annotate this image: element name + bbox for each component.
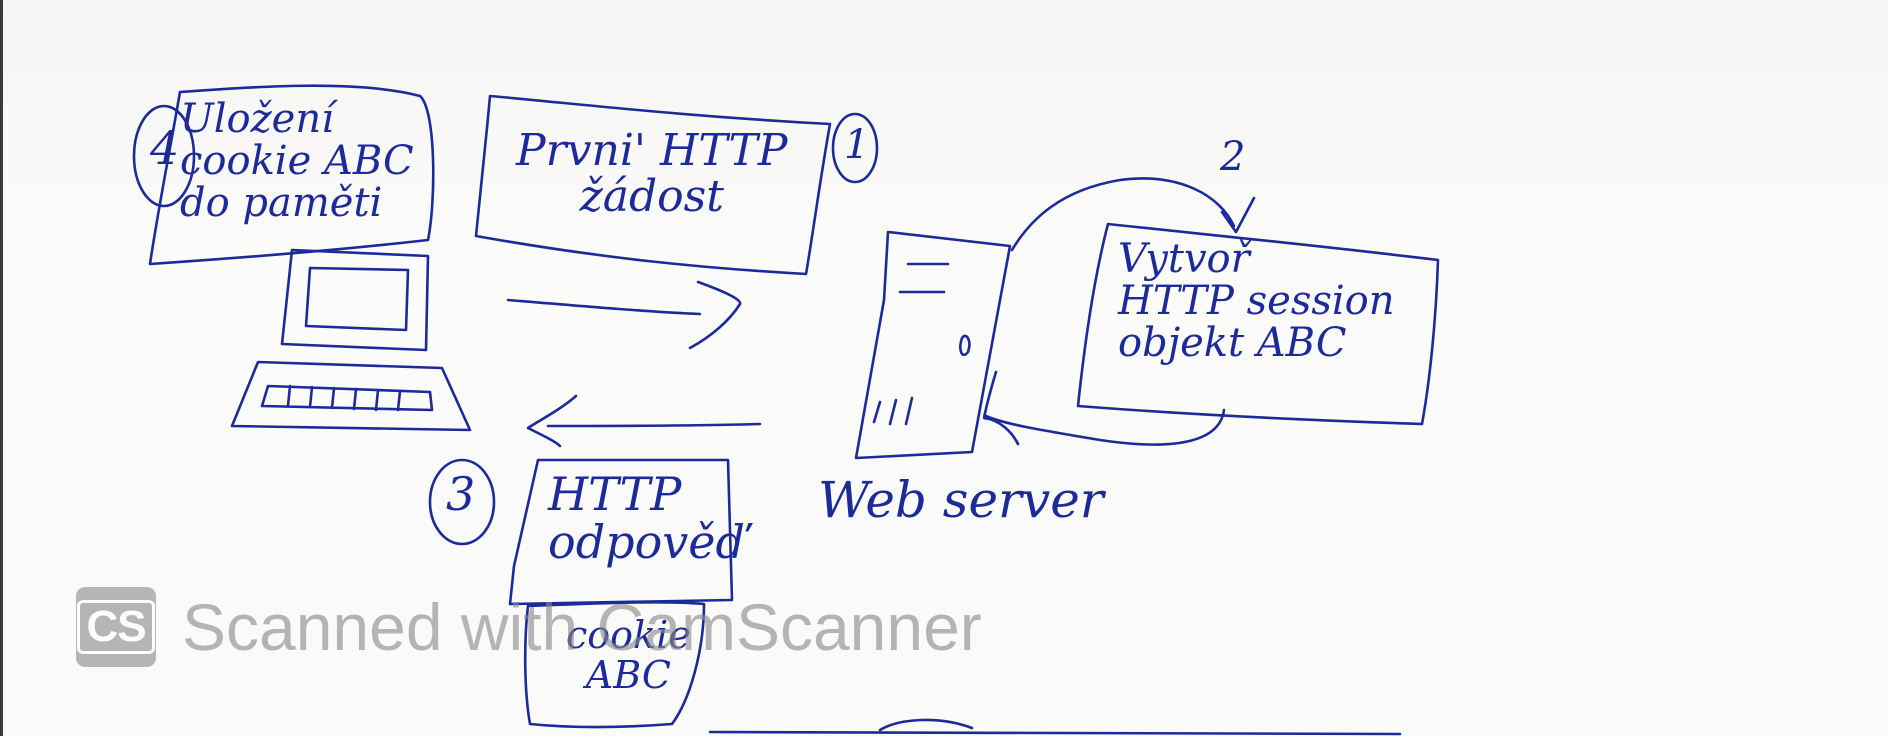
step3-text: HTTP odpověď bbox=[548, 467, 745, 570]
paper-bottom-scribble bbox=[708, 718, 1402, 736]
create-session-arrow bbox=[1010, 177, 1256, 252]
laptop-keyboard bbox=[230, 360, 472, 432]
step1-box bbox=[474, 94, 832, 276]
step1-circle bbox=[831, 112, 879, 184]
camscanner-logo-text: CS bbox=[77, 600, 155, 654]
step2-text: Vytvoř HTTP session objekt ABC bbox=[1118, 236, 1395, 366]
step3-circle bbox=[428, 458, 496, 546]
camscanner-watermark-text: Scanned with CamScanner bbox=[182, 590, 982, 664]
step4-number: 4 bbox=[150, 121, 180, 175]
step2-box bbox=[1076, 222, 1440, 426]
step1-number: 1 bbox=[844, 122, 870, 168]
step4-text: Uložení cookie ABC do paměti bbox=[180, 96, 414, 226]
step3-cookie-box bbox=[523, 600, 706, 729]
server-slots bbox=[872, 262, 971, 426]
return-session-arrow bbox=[982, 370, 1226, 446]
step1-text: Prvni' HTTP žádost bbox=[516, 125, 788, 223]
laptop-screen-inner bbox=[304, 266, 410, 332]
response-arrow bbox=[526, 394, 762, 448]
step4-box bbox=[148, 84, 435, 266]
laptop-screen bbox=[280, 248, 430, 352]
step3-number: 3 bbox=[446, 467, 476, 521]
web-server-label: Web server bbox=[818, 471, 1104, 529]
server-tower bbox=[854, 230, 1012, 460]
step3-attachment: cookie ABC bbox=[566, 613, 691, 697]
step2-number: 2 bbox=[1220, 134, 1246, 180]
step4-circle bbox=[132, 104, 196, 208]
scan-edge bbox=[0, 0, 3, 736]
camscanner-logo-icon: CS bbox=[76, 587, 156, 667]
camscanner-watermark: CS Scanned with CamScanner bbox=[76, 582, 982, 672]
laptop-keys bbox=[260, 384, 434, 412]
request-arrow bbox=[506, 280, 742, 350]
